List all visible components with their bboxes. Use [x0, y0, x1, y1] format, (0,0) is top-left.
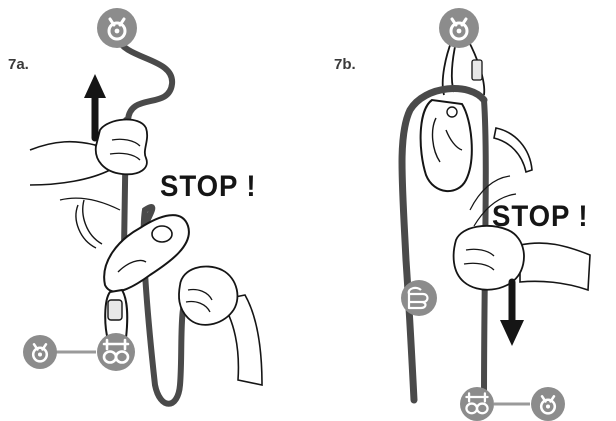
hand-sleeve-7b	[520, 243, 590, 290]
anchor-icon	[439, 8, 479, 48]
harness-icon	[460, 387, 494, 421]
anchor-icon	[97, 8, 137, 48]
device-handle-7b	[494, 128, 532, 172]
stop-warning-7a: STOP !	[160, 170, 257, 204]
rope-anchor-7a	[117, 38, 172, 120]
fist-icon	[401, 280, 437, 316]
panel-label-7b: 7b.	[334, 56, 356, 73]
stop-warning-7b: STOP !	[492, 200, 589, 234]
harness-icon	[97, 333, 135, 371]
belay-device-7b	[421, 100, 472, 191]
panel-label-7a: 7a.	[8, 56, 29, 73]
upper-hand-7a	[96, 120, 147, 175]
arrow-down-icon	[500, 282, 524, 346]
anchor-icon	[23, 335, 57, 369]
panel-7a	[23, 8, 262, 404]
anchor-icon	[531, 387, 565, 421]
